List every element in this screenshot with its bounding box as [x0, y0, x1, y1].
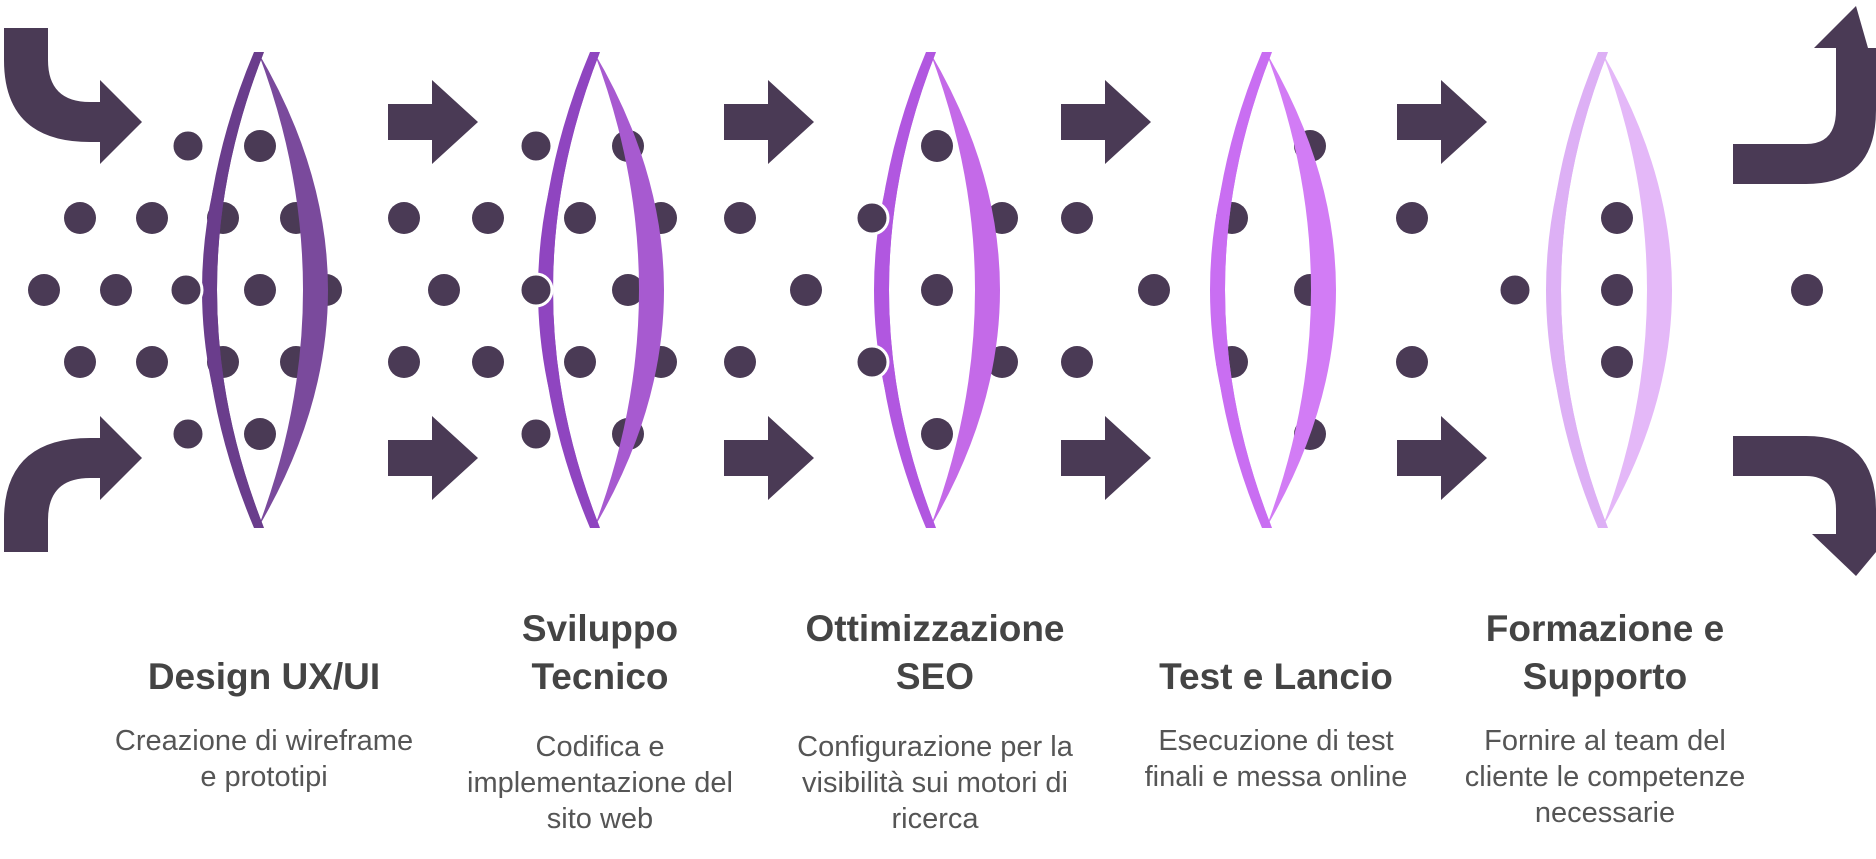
stage-2-title: Sviluppo Tecnico — [521, 608, 679, 697]
dot-icon — [612, 274, 644, 306]
dot-icon — [518, 272, 554, 308]
right-arrow-icon — [1397, 80, 1487, 164]
dot-icon — [472, 202, 504, 234]
right-arrow-icon — [1397, 416, 1487, 500]
dot-icon — [244, 130, 276, 162]
dot-icon — [170, 128, 206, 164]
dot-icon — [168, 272, 204, 308]
stage-5-title: Formazione e Supporto — [1485, 608, 1725, 697]
dot-icon — [136, 202, 168, 234]
stage-3-title: Ottimizzazione SEO — [805, 608, 1065, 697]
stage-rings — [202, 52, 1672, 528]
stage-1-description: Creazione di wireframe e prototipi — [114, 725, 414, 793]
stage-5-description: Fornire al team del cliente le competenz… — [1464, 725, 1746, 829]
filter-funnel-diagram — [4, 6, 1876, 576]
stage-3-description: Configurazione per la visibilità sui mot… — [797, 731, 1073, 835]
dot-icon — [472, 346, 504, 378]
dot-icon — [518, 416, 554, 452]
lens-ring-icon — [538, 52, 664, 528]
curved-outflow-arrow-icon — [1733, 436, 1876, 576]
curved-inflow-arrow-icon — [4, 28, 142, 164]
dot-icon — [1601, 274, 1633, 306]
lens-ring-icon — [202, 52, 328, 528]
dot-icon — [28, 274, 60, 306]
dot-icon — [1138, 274, 1170, 306]
right-arrow-icon — [1061, 416, 1151, 500]
right-arrow-icon — [388, 416, 478, 500]
dot-icon — [1396, 346, 1428, 378]
dot-icon — [388, 202, 420, 234]
dot-icon — [136, 346, 168, 378]
right-arrow-icon — [724, 80, 814, 164]
dot-icon — [1601, 346, 1633, 378]
dot-icon — [724, 346, 756, 378]
dot-icon — [64, 202, 96, 234]
dot-icon — [1061, 202, 1093, 234]
dot-icon — [1396, 202, 1428, 234]
particle-dots — [28, 130, 1823, 450]
lens-ring-icon — [874, 52, 1000, 528]
dot-icon — [724, 202, 756, 234]
dot-icon — [1497, 272, 1533, 308]
stage-2-description: Codifica e implementazione del sito web — [467, 731, 733, 835]
dot-icon — [244, 274, 276, 306]
right-arrow-icon — [724, 416, 814, 500]
stage-4-title: Test e Lancio — [1159, 656, 1393, 697]
dot-icon — [790, 274, 822, 306]
dot-icon — [244, 418, 276, 450]
dot-icon — [518, 128, 554, 164]
dot-icon — [428, 274, 460, 306]
dot-icon — [1601, 202, 1633, 234]
dot-icon — [854, 200, 890, 236]
stage-1-title: Design UX/UI — [147, 656, 381, 697]
dot-icon — [100, 274, 132, 306]
dot-icon — [921, 274, 953, 306]
stage-3: Ottimizzazione SEO Configurazione per la… — [785, 555, 1085, 835]
dot-icon — [64, 346, 96, 378]
flow-arrows — [4, 6, 1876, 576]
lens-ring-icon — [1546, 52, 1672, 528]
dot-icon — [564, 346, 596, 378]
stage-4-description: Esecuzione di test finali e messa online — [1144, 725, 1408, 793]
stage-1: Design UX/UI Creazione di wireframe e pr… — [114, 555, 414, 805]
dot-icon — [854, 344, 890, 380]
curved-inflow-arrow-icon — [4, 416, 142, 552]
dot-icon — [564, 202, 596, 234]
stage-2: Sviluppo Tecnico Codifica e implementazi… — [450, 555, 750, 835]
stage-4: Test e Lancio Esecuzione di test finali … — [1126, 555, 1426, 805]
stage-5: Formazione e Supporto Fornire al team de… — [1455, 555, 1755, 855]
lens-ring-icon — [1210, 52, 1336, 528]
ring-crossing-dots — [168, 128, 1533, 452]
dot-icon — [1791, 274, 1823, 306]
right-arrow-icon — [388, 80, 478, 164]
dot-icon — [921, 418, 953, 450]
right-arrow-icon — [1061, 80, 1151, 164]
dot-icon — [921, 130, 953, 162]
dot-icon — [170, 416, 206, 452]
dot-icon — [1061, 346, 1093, 378]
dot-icon — [388, 346, 420, 378]
curved-outflow-arrow-icon — [1733, 6, 1876, 184]
